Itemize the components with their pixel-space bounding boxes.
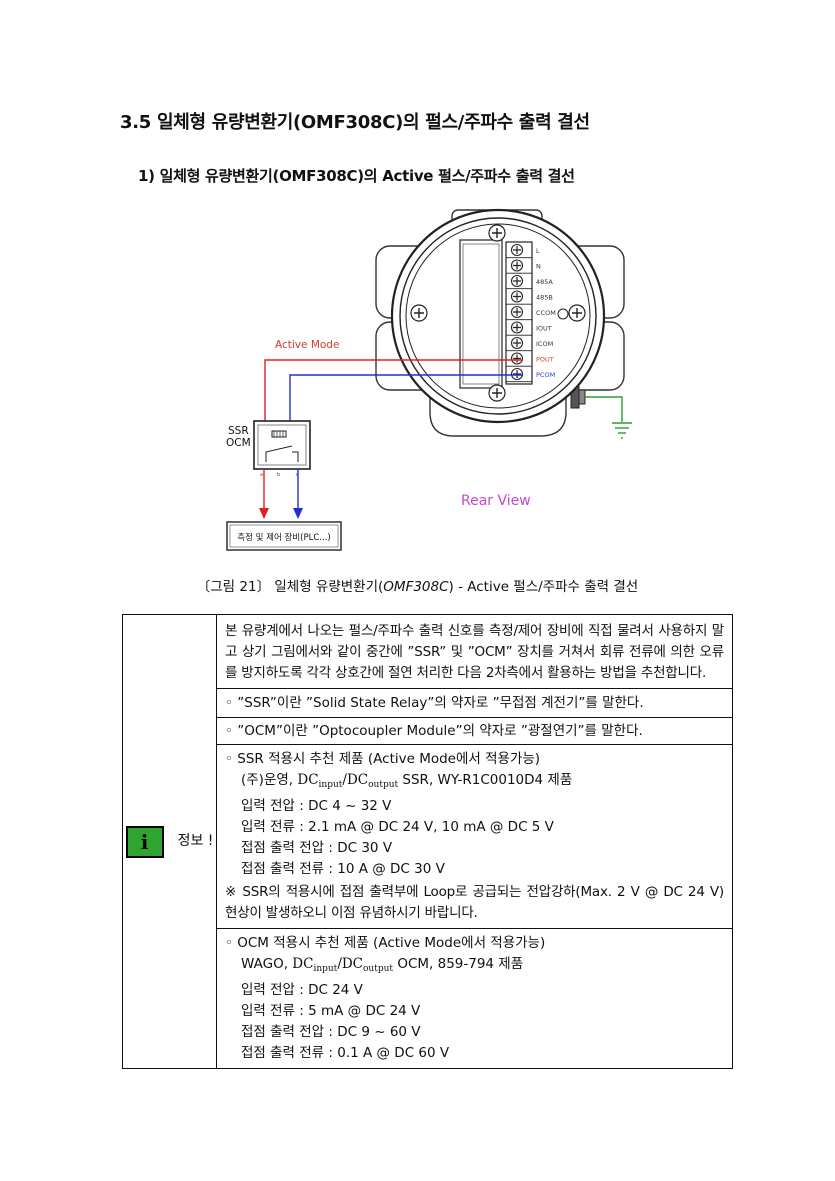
subsection-heading: 1) 일체형 유량변환기(OMF308C)의 Active 펄스/주파수 출력 … (138, 167, 575, 185)
ocm-spec: 접점 출력 전압 : DC 9 ~ 60 V (241, 1024, 421, 1040)
terminal-label: L (536, 247, 540, 255)
terminal-row: CCOM (506, 305, 556, 321)
rear-view-label: Rear View (461, 493, 531, 509)
svg-text:a: a (260, 472, 263, 478)
terminal-row: L (506, 243, 540, 259)
terminal-label: 485B (536, 294, 553, 302)
ocm-definition: ◦ ”OCM”이란 ”Optocoupler Module”의 약자로 ”광절연… (217, 717, 732, 742)
ssr-definition: ◦ ”SSR”이란 ”Solid State Relay”의 약자로 ”무접점 … (225, 695, 644, 711)
terminal-label: CCOM (536, 309, 556, 317)
ocm-recommendation-cell: ◦ OCM 적용시 추천 제품 (Active Mode에서 적용가능) WAG… (216, 928, 733, 1069)
ssr-recommendation-cell: ◦ SSR 적용시 추천 제품 (Active Mode에서 적용가능) (주)… (216, 744, 733, 929)
info-intro-cell: 본 유량계에서 나오는 펄스/주파수 출력 신호를 측정/제어 장비에 직접 물… (216, 614, 733, 689)
screw-icon (410, 224, 586, 402)
ocm-product: WAGO, DCinput/DCoutput OCM, 859-794 제품 (241, 956, 524, 974)
ssr-spec: 접점 출력 전류 : 10 A @ DC 30 V (241, 861, 445, 877)
ground-icon (612, 422, 632, 439)
ocm-title: ◦ OCM 적용시 추천 제품 (Active Mode에서 적용가능) (225, 935, 546, 951)
terminal-row: N (506, 259, 541, 274)
ocm-spec: 입력 전류 : 5 mA @ DC 24 V (241, 1003, 421, 1019)
terminal-row: POUT (506, 352, 554, 367)
terminal-label: POUT (536, 356, 554, 364)
section-heading: 3.5 일체형 유량변환기(OMF308C)의 펄스/주파수 출력 결선 (120, 112, 590, 133)
active-mode-label: Active Mode (275, 339, 339, 351)
terminal-label: PCOM (536, 371, 555, 379)
info-icon: i (125, 825, 164, 858)
ocm-spec: 접점 출력 전류 : 0.1 A @ DC 60 V (241, 1045, 450, 1061)
terminal-label: 485A (536, 278, 553, 286)
info-definitions-cell: ◦ ”SSR”이란 ”Solid State Relay”의 약자로 ”무접점 … (216, 688, 733, 745)
terminal-row: 485B (506, 290, 553, 305)
info-table: i 정보 ! 본 유량계에서 나오는 펄스/주파수 출력 신호를 측정/제어 장… (122, 614, 733, 1069)
terminal-row: ICOM (506, 336, 553, 352)
svg-text:b: b (277, 472, 280, 478)
ssr-product: (주)운영, DCinput/DCoutput SSR, WY-R1C0010D… (241, 772, 573, 790)
plc-device-box (226, 521, 342, 551)
ocm-spec: 입력 전압 : DC 24 V (241, 982, 363, 998)
terminal-label: N (536, 263, 541, 271)
ssr-ocm-box (253, 420, 311, 470)
ssr-label: SSR (228, 425, 249, 437)
info-label-cell: i 정보 ! (122, 614, 217, 1069)
ssr-spec: 접점 출력 전압 : DC 30 V (241, 840, 393, 856)
figure-caption: 〔그림 21〕 일체형 유량변환기(OMF308C) - Active 펄스/주… (196, 579, 639, 595)
ssr-spec: 입력 전류 : 2.1 mA @ DC 24 V, 10 mA @ DC 5 V (241, 819, 554, 835)
ssr-note: ※ SSR의 적용시에 접점 출력부에 Loop로 공급되는 전압강하(Max.… (225, 884, 724, 921)
terminal-row: 485A (506, 274, 553, 290)
terminal-row: PCOM (506, 367, 555, 383)
terminal-row: IOUT (506, 321, 552, 336)
plc-device-label: 측정 및 제어 장비(PLC...) (237, 532, 330, 543)
ssr-title: ◦ SSR 적용시 추천 제품 (Active Mode에서 적용가능) (225, 751, 541, 767)
info-label: 정보 ! (177, 833, 214, 849)
ocm-label: OCM (226, 437, 251, 449)
terminal-label: ICOM (536, 340, 553, 348)
terminal-label: IOUT (536, 325, 552, 333)
wiring-diagram: LN 485A 485B CCOM IOUT ICOM POUT PCOM Active Mo… (226, 208, 632, 551)
info-intro: 본 유량계에서 나오는 펄스/주파수 출력 신호를 측정/제어 장비에 직접 물… (225, 623, 724, 681)
ssr-spec: 입력 전압 : DC 4 ~ 32 V (241, 798, 392, 814)
